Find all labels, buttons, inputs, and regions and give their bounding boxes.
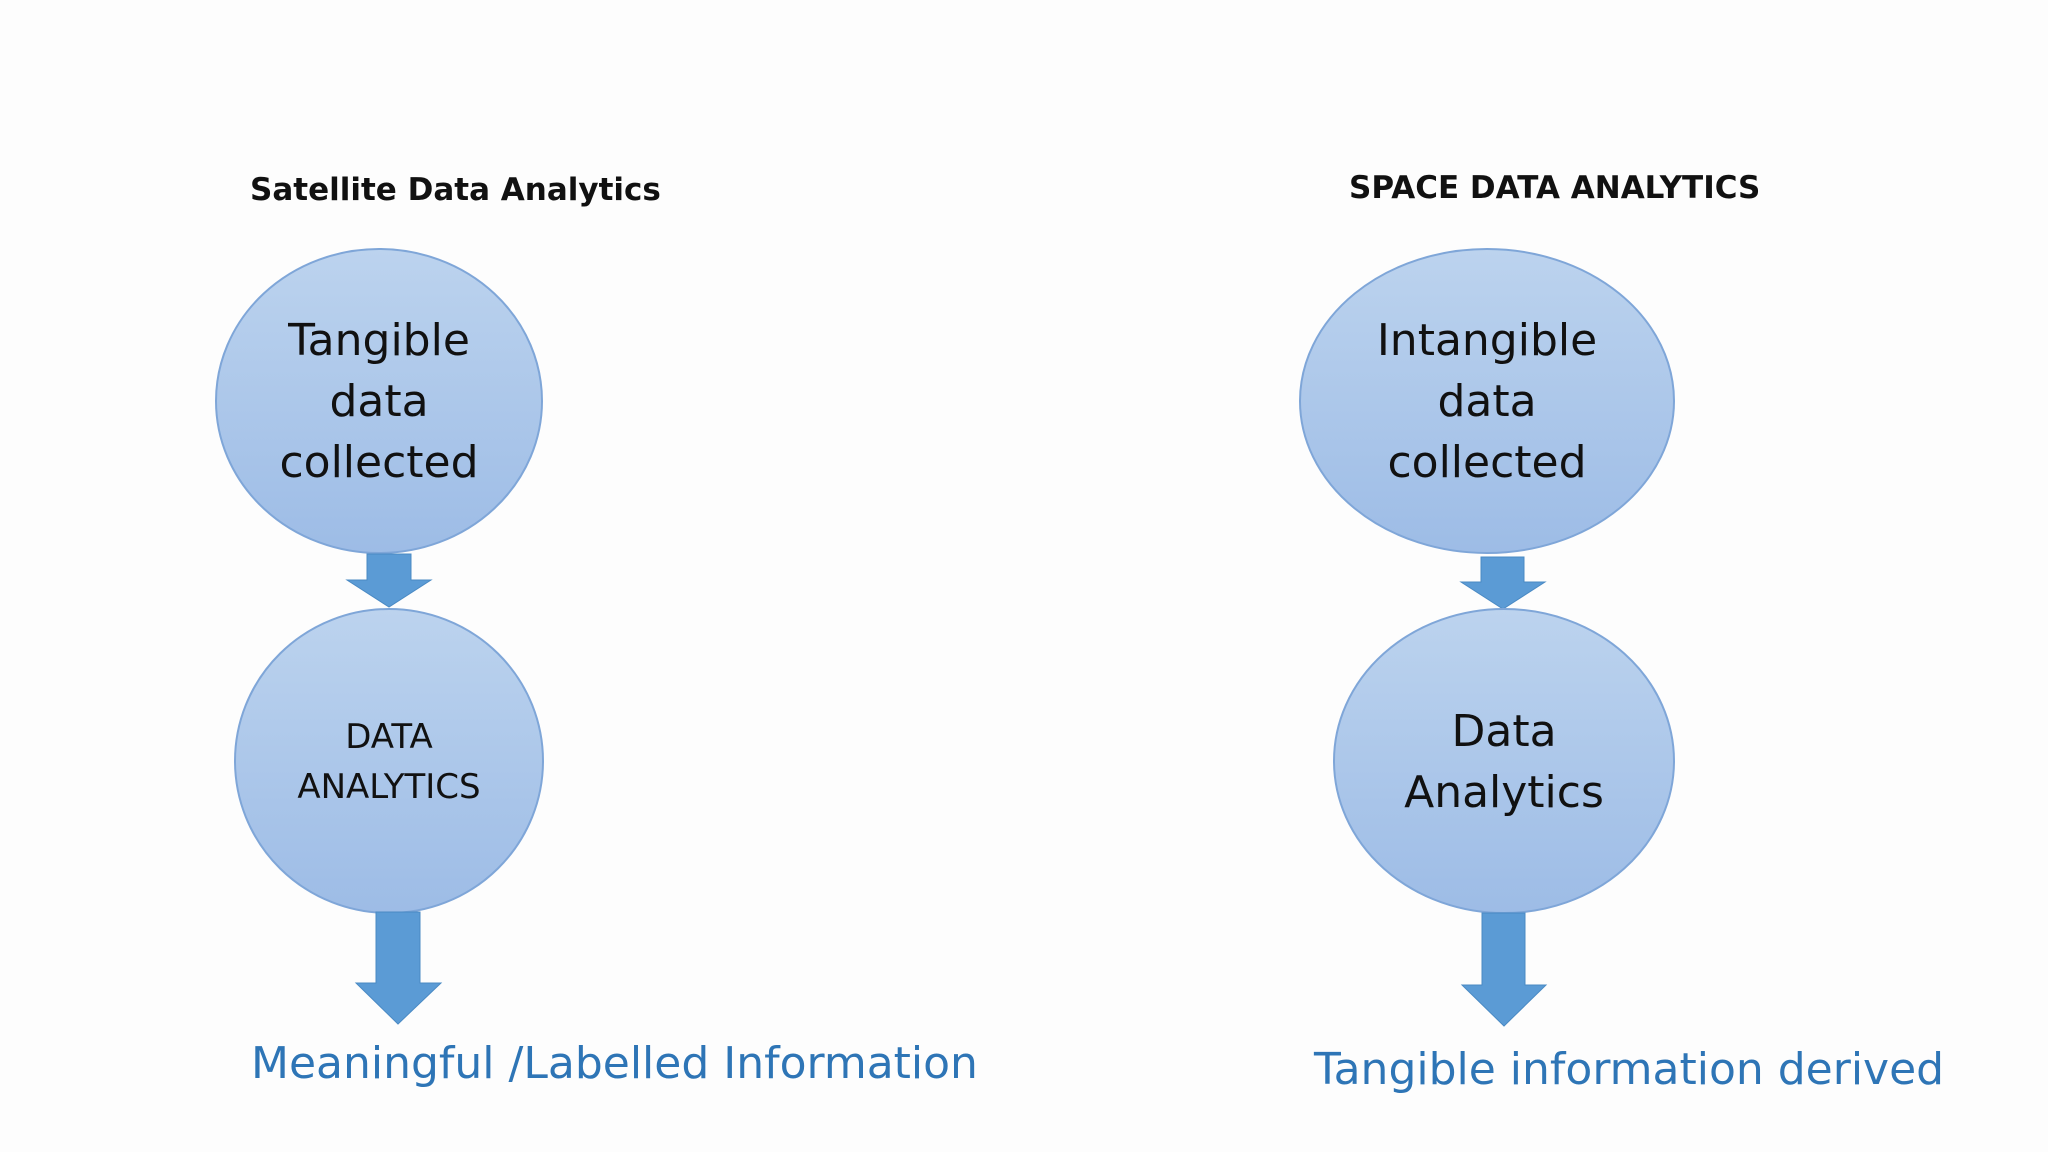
left-top-node [215, 248, 543, 554]
left-outcome: Meaningful /Labelled Information [251, 1038, 978, 1089]
left-arrow-1 [345, 553, 433, 608]
right-heading: SPACE DATA ANALYTICS [1349, 170, 1761, 206]
right-arrow-2 [1460, 912, 1548, 1027]
right-middle-node-label: Data Analytics [1404, 705, 1604, 818]
right-top-node-label: Intangible data collected [1376, 314, 1598, 488]
left-top-node-label: Tangible data collected [279, 314, 479, 488]
right-arrow-1 [1459, 556, 1547, 610]
left-middle-node-label: DATA ANALYTICS [297, 716, 481, 807]
right-top-node [1299, 248, 1675, 554]
left-heading: Satellite Data Analytics [250, 172, 661, 208]
right-outcome: Tangible information derived [1314, 1044, 1945, 1095]
left-arrow-2 [354, 911, 443, 1025]
